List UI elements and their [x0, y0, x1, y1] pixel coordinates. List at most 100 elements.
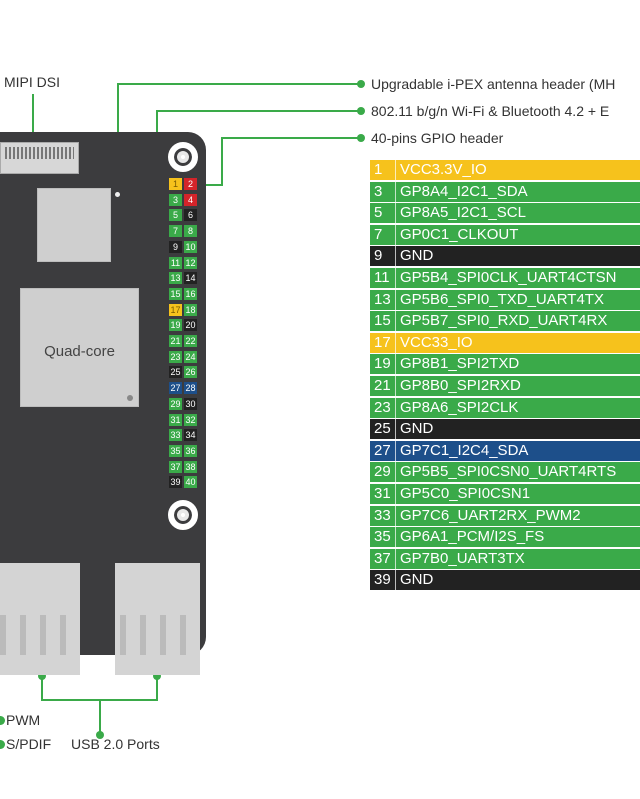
soc-chip: Quad-core [20, 288, 139, 407]
header-pin-12: 12 [184, 256, 197, 269]
gpio-row-name: GP8A4_I2C1_SDA [400, 182, 528, 200]
gpio-row-name: GP5B4_SPI0CLK_UART4CTSN [400, 269, 617, 286]
gpio-row-number: 1 [370, 160, 396, 180]
gpio-row-number: 39 [370, 570, 396, 591]
header-pin-20: 20 [184, 319, 197, 332]
header-pin-23: 23 [169, 350, 182, 363]
gpio-row-name: GP7C1_I2C4_SDA [400, 441, 529, 459]
header-pin-15: 15 [169, 287, 182, 300]
gpio-row-number: 9 [370, 246, 396, 267]
gpio-row-name: GND [400, 420, 434, 438]
header-pin-16: 16 [184, 287, 197, 300]
header-pin-7: 7 [169, 225, 182, 238]
gpio-row-name: GP5B7_SPI0_RXD_UART4RX [400, 312, 608, 330]
header-pin-27: 27 [169, 382, 182, 395]
gpio-row-name: GP0C1_CLKOUT [400, 225, 519, 243]
gpio-row-number: 21 [370, 376, 396, 396]
gpio-row-name: GP8A6_SPI2CLK [400, 398, 519, 416]
header-pin-30: 30 [184, 397, 197, 410]
header-pin-21: 21 [169, 335, 182, 347]
wifi-module [37, 188, 111, 262]
gpio-row-name: GND [400, 571, 434, 589]
pwm-dot [0, 716, 5, 725]
header-pin-1: 1 [169, 178, 182, 190]
gpio-line [206, 137, 361, 186]
usb-line [41, 676, 158, 735]
gpio-row-name: VCC33_IO [400, 333, 473, 351]
gpio-row-name: GP8B1_SPI2TXD [400, 355, 520, 373]
wifi-label: 802.11 b/g/n Wi-Fi & Bluetooth 4.2 + E [371, 103, 610, 119]
mipi-dsi-connector [0, 142, 79, 174]
mounting-hole-bottom [168, 500, 198, 530]
gpio-row-number: 27 [370, 440, 396, 461]
gpio-row-name: GP7C6_UART2RX_PWM2 [400, 506, 581, 524]
header-pin-14: 14 [184, 272, 197, 285]
chip-pin1-marker [127, 395, 133, 401]
gpio-row-name: GP8A5_I2C1_SCL [400, 204, 526, 222]
header-pin-6: 6 [184, 209, 197, 222]
gpio-row-number: 25 [370, 419, 396, 440]
header-pin-26: 26 [184, 366, 197, 379]
gpio-row-name: GND [400, 247, 434, 265]
quad-core-label: Quad-core [44, 342, 115, 360]
header-pin-32: 32 [184, 413, 197, 426]
gpio-row-name: GP8B0_SPI2RXD [400, 377, 521, 394]
gpio-row-number: 23 [370, 397, 396, 418]
usb-ports-label: USB 2.0 Ports [71, 736, 160, 752]
gpio-row-number: 19 [370, 354, 396, 375]
gpio-row-number: 11 [370, 268, 396, 288]
gpio-row-number: 15 [370, 311, 396, 332]
header-pin-10: 10 [184, 240, 197, 253]
gpio-header-label: 40-pins GPIO header [371, 130, 504, 146]
gpio-row-name: GP5C0_SPI0CSN1 [400, 485, 531, 502]
header-pin-11: 11 [169, 256, 182, 269]
gpio-row-number: 33 [370, 505, 396, 526]
mipi-dsi-label: MIPI DSI [4, 74, 61, 90]
gpio-row-number: 3 [370, 181, 396, 202]
header-pin-29: 29 [169, 397, 182, 410]
header-pin-28: 28 [184, 382, 197, 395]
gpio-row-number: 13 [370, 289, 396, 310]
gpio-row-name: VCC3.3V_IO [400, 161, 487, 178]
header-pin-33: 33 [169, 429, 182, 442]
header-pin-36: 36 [184, 444, 197, 457]
header-pin-37: 37 [169, 460, 182, 473]
mounting-hole-top [168, 142, 198, 172]
gpio-row-name: GP5B5_SPI0CSN0_UART4RTS [400, 463, 617, 481]
gpio-row-number: 5 [370, 203, 396, 224]
usb-port-2-contacts [120, 615, 200, 655]
gpio-row-name: GP6A1_PCM/I2S_FS [400, 528, 545, 546]
header-pin-8: 8 [184, 225, 197, 238]
header-pin-4: 4 [184, 193, 197, 206]
header-pin-17: 17 [169, 303, 182, 316]
header-pin-35: 35 [169, 444, 182, 457]
usb-port-1-contacts [0, 615, 80, 655]
header-pin-34: 34 [184, 429, 197, 442]
gpio-row-number: 31 [370, 484, 396, 504]
wifi-line [156, 110, 361, 142]
spdif-label: S/PDIF [6, 736, 52, 752]
header-pin-31: 31 [169, 413, 182, 426]
gpio-row-name: GP7B0_UART3TX [400, 549, 525, 567]
header-pin-38: 38 [184, 460, 197, 473]
header-pin-22: 22 [184, 335, 197, 347]
gpio-row-number: 29 [370, 462, 396, 483]
header-pin-3: 3 [169, 193, 182, 206]
header-pin-18: 18 [184, 303, 197, 316]
gpio-row-number: 7 [370, 224, 396, 245]
header-pin-25: 25 [169, 366, 182, 379]
gpio-row-number: 35 [370, 527, 396, 548]
